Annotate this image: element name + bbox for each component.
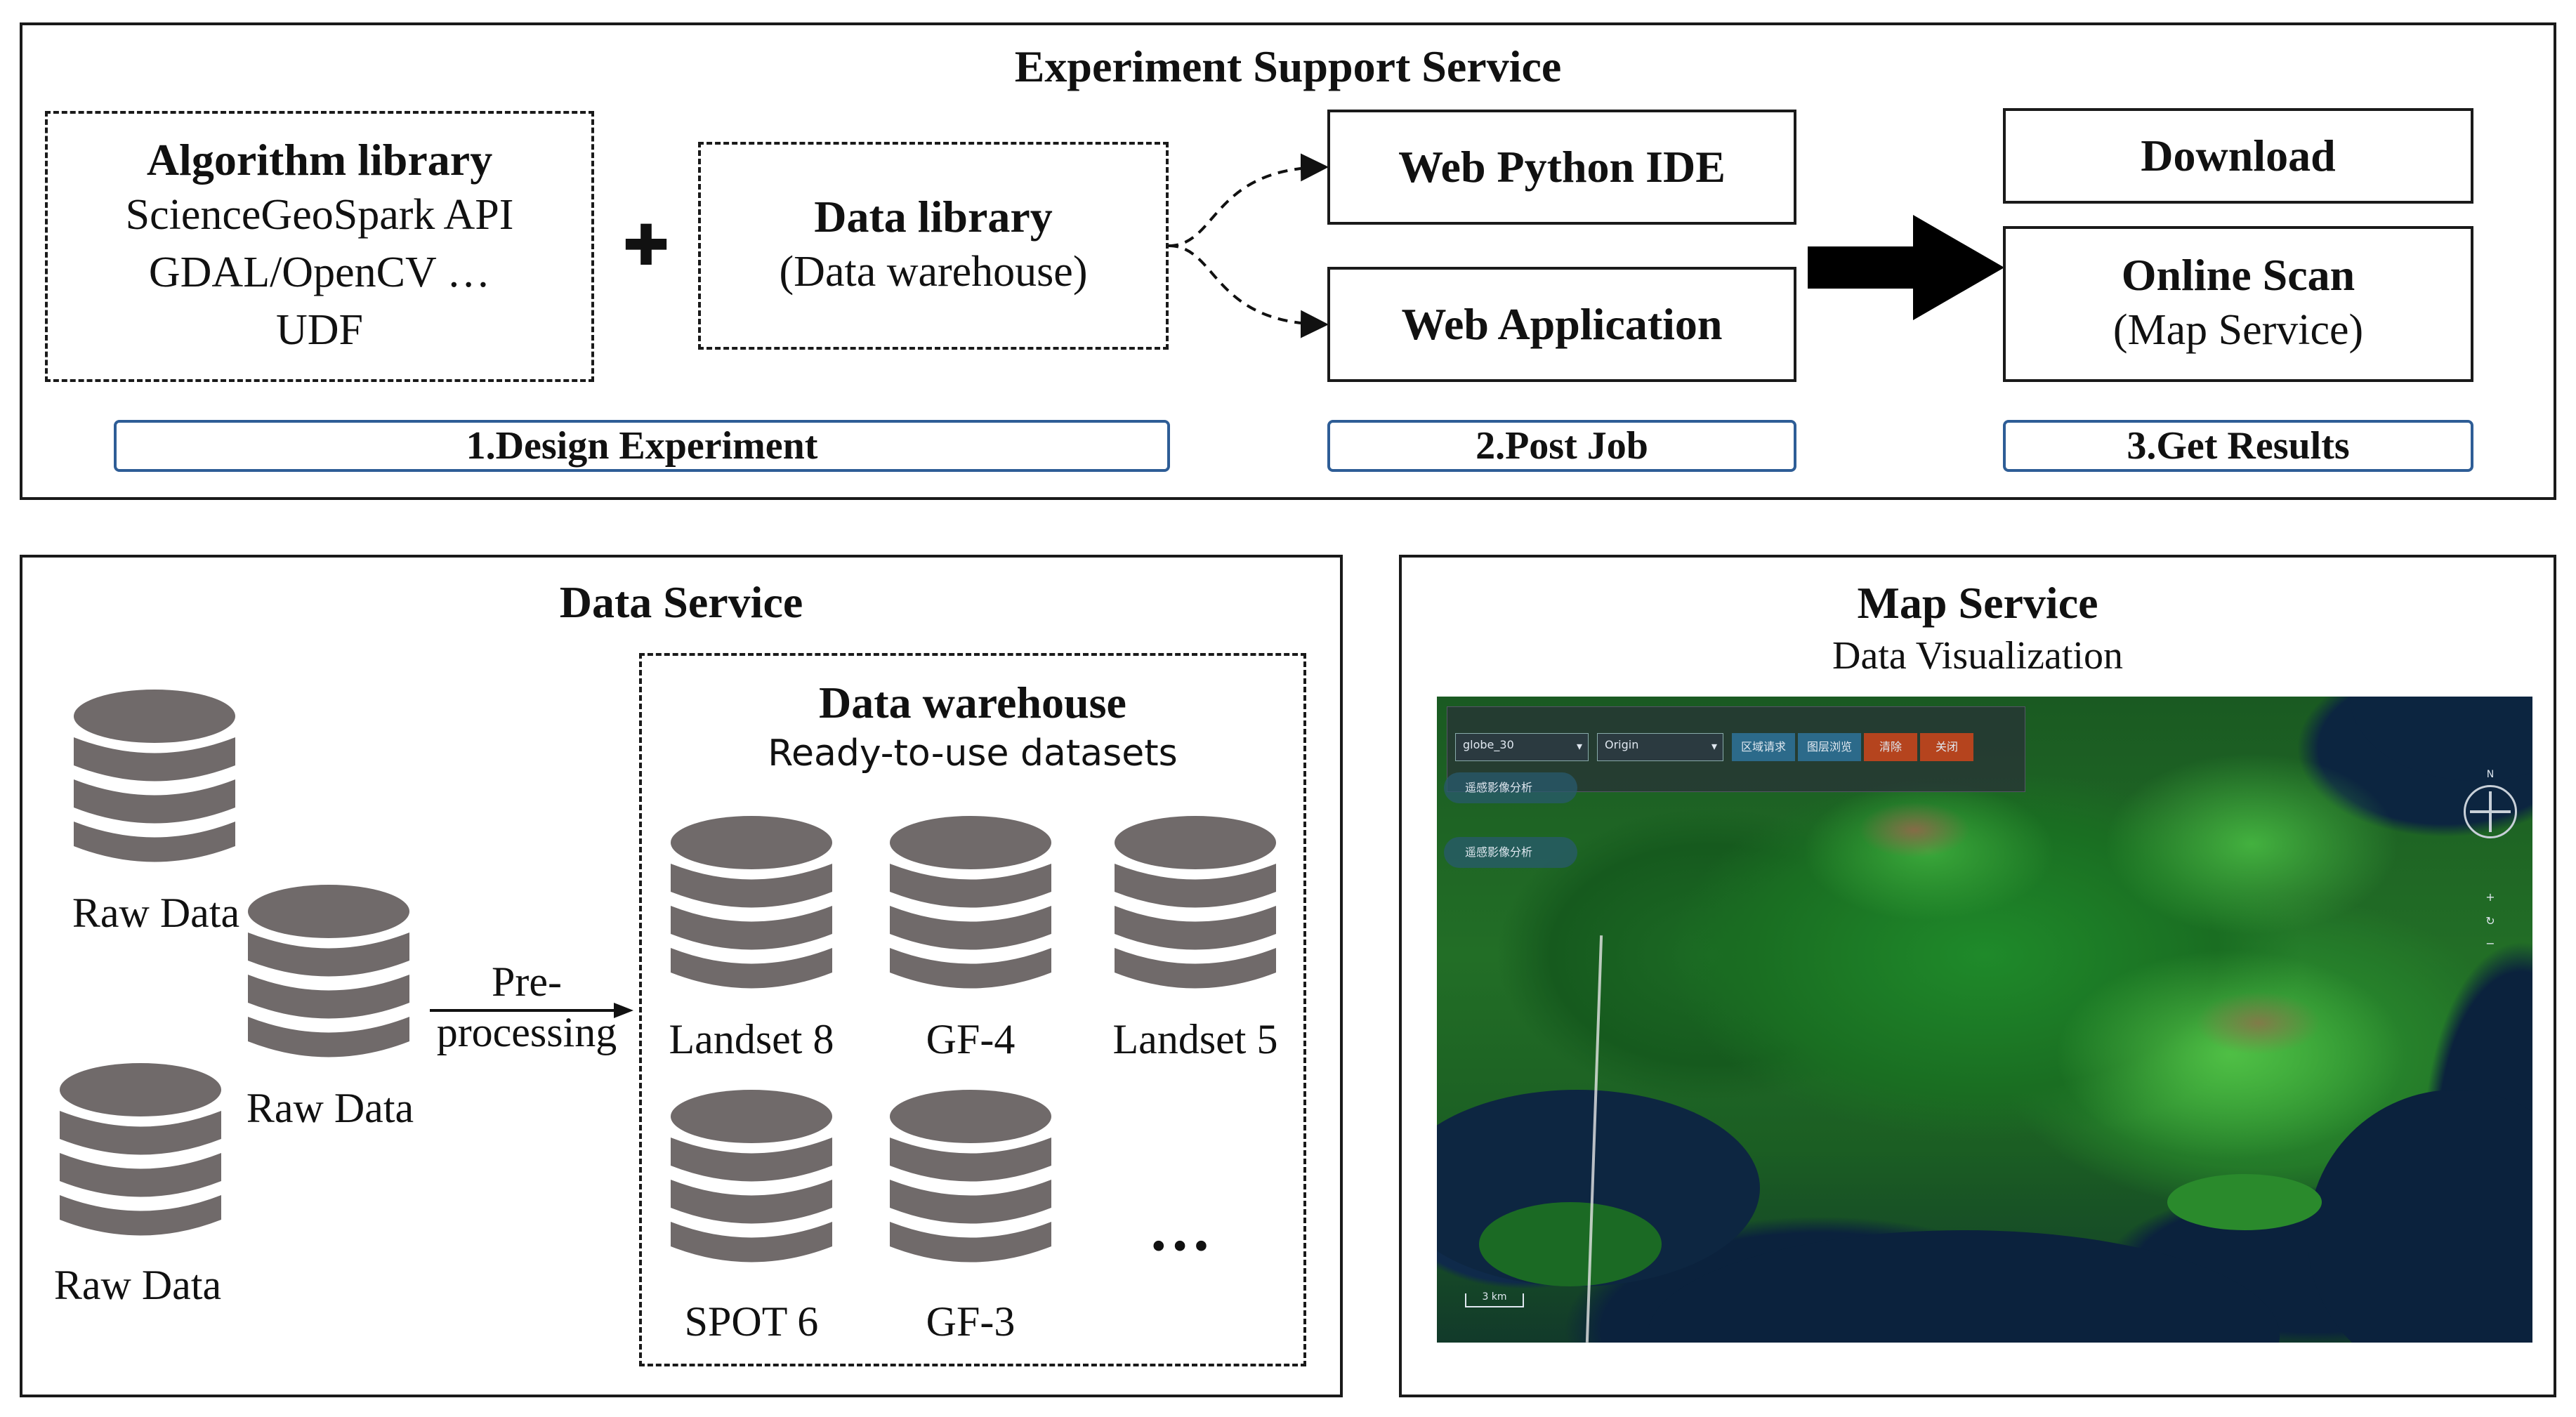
layer-browse-button[interactable]: 图层浏览 bbox=[1798, 733, 1861, 761]
layer-select-value: globe_30 bbox=[1463, 738, 1514, 751]
dataset-label: SPOT 6 bbox=[684, 1298, 819, 1345]
preprocessing-line: processing bbox=[436, 1009, 617, 1055]
chevron-down-icon: ▾ bbox=[1576, 739, 1582, 753]
step-design-experiment: 1.Design Experiment bbox=[114, 420, 1170, 472]
branch-arrows bbox=[1169, 153, 1329, 338]
web-python-ide-box: Web Python IDE bbox=[1327, 110, 1796, 225]
step-get-results: 3.Get Results bbox=[2003, 420, 2473, 472]
scale-label: 3 km bbox=[1482, 1291, 1507, 1303]
dataset-label: Landset 5 bbox=[1112, 1016, 1278, 1062]
data-service-title: Data Service bbox=[559, 577, 803, 627]
database-icon-spot6 bbox=[671, 1090, 832, 1263]
data-library-title: Data library bbox=[814, 192, 1053, 242]
mode-select[interactable]: Origin ▾ bbox=[1597, 733, 1723, 761]
database-icon-landset5 bbox=[1115, 816, 1276, 989]
data-library-subtitle: (Data warehouse) bbox=[779, 248, 1088, 296]
terrain-patch-red bbox=[1858, 802, 1971, 858]
algorithm-line: ScienceGeoSpark API bbox=[125, 191, 514, 239]
map-service-subtitle: Data Visualization bbox=[1832, 634, 2123, 678]
water-body bbox=[2350, 697, 2532, 781]
preprocessing-arrow bbox=[430, 1003, 633, 1018]
web-application-box: Web Application bbox=[1327, 267, 1796, 382]
area-request-button[interactable]: 区域请求 bbox=[1732, 733, 1795, 761]
terrain-patch-red bbox=[2195, 991, 2322, 1055]
raw-database-icon-2 bbox=[248, 885, 409, 1057]
land-strip bbox=[1479, 1202, 1662, 1286]
algorithm-library-title: Algorithm library bbox=[146, 135, 493, 185]
download-box: Download bbox=[2003, 108, 2473, 204]
raw-data-label: Raw Data bbox=[246, 1085, 414, 1131]
compass-north: N bbox=[2486, 769, 2495, 780]
dataset-label: GF-4 bbox=[926, 1016, 1016, 1062]
raw-data-label: Raw Data bbox=[53, 1262, 222, 1308]
plus-icon: ✚ bbox=[622, 216, 670, 277]
rotate-icon[interactable]: ↻ bbox=[2485, 914, 2495, 928]
raw-database-icon-3 bbox=[60, 1063, 221, 1236]
preprocessing-line: Pre- bbox=[492, 958, 562, 1005]
online-scan-box: Online Scan (Map Service) bbox=[2003, 226, 2473, 382]
map-service-panel bbox=[1399, 555, 2556, 1397]
experiment-support-title: Experiment Support Service bbox=[1014, 41, 1562, 91]
analysis-button[interactable]: 遥感影像分析 bbox=[1444, 837, 1577, 868]
data-warehouse-subtitle: Ready-to-use datasets bbox=[768, 732, 1178, 775]
database-icon-gf3 bbox=[890, 1090, 1051, 1263]
compass-icon[interactable]: N bbox=[2464, 769, 2517, 838]
map-service-title: Map Service bbox=[1857, 578, 2098, 628]
algorithm-line: GDAL/OpenCV … bbox=[148, 249, 491, 296]
mode-select-value: Origin bbox=[1605, 738, 1639, 751]
data-warehouse-box bbox=[639, 653, 1306, 1366]
scale-bar: 3 km bbox=[1465, 1291, 1524, 1307]
preprocessing-label: Pre- processing bbox=[421, 951, 632, 1063]
water-body bbox=[1648, 1230, 2280, 1343]
data-warehouse-title: Data warehouse bbox=[819, 678, 1126, 727]
land-strip bbox=[2167, 1174, 2322, 1230]
dataset-label: Landset 8 bbox=[669, 1016, 834, 1062]
map-view[interactable]: globe_30 ▾ Origin ▾ 区域请求 图层浏览 清除 关闭 遥感影像… bbox=[1437, 697, 2532, 1343]
experiment-support-panel bbox=[20, 22, 2556, 500]
terrain-patch bbox=[2104, 753, 2399, 935]
chevron-down-icon: ▾ bbox=[1711, 739, 1717, 753]
data-service-panel bbox=[20, 555, 1343, 1397]
layer-select[interactable]: globe_30 ▾ bbox=[1455, 733, 1589, 761]
dataset-label: GF-3 bbox=[926, 1298, 1016, 1345]
raw-database-icon-1 bbox=[74, 690, 235, 862]
raw-data-label: Raw Data bbox=[72, 890, 240, 936]
terrain-patch bbox=[2055, 949, 2406, 1160]
more-datasets-ellipsis: … bbox=[1148, 1194, 1211, 1264]
algorithm-library-box: Algorithm library ScienceGeoSpark API GD… bbox=[45, 111, 594, 382]
analysis-button[interactable]: 遥感影像分析 bbox=[1444, 772, 1577, 803]
step-post-job: 2.Post Job bbox=[1327, 420, 1796, 472]
database-icon-gf4 bbox=[890, 816, 1051, 989]
data-library-box: Data library (Data warehouse) bbox=[698, 142, 1169, 350]
big-arrow-icon bbox=[1808, 215, 2004, 320]
clear-button[interactable]: 清除 bbox=[1864, 733, 1917, 761]
close-button[interactable]: 关闭 bbox=[1920, 733, 1973, 761]
zoom-out-icon[interactable]: − bbox=[2485, 937, 2495, 950]
online-scan-title: Online Scan bbox=[2121, 250, 2355, 300]
zoom-in-icon[interactable]: + bbox=[2485, 890, 2495, 904]
online-scan-subtitle: (Map Service) bbox=[2112, 306, 2364, 354]
algorithm-line: UDF bbox=[275, 306, 364, 354]
database-icon-landset8 bbox=[671, 816, 832, 989]
